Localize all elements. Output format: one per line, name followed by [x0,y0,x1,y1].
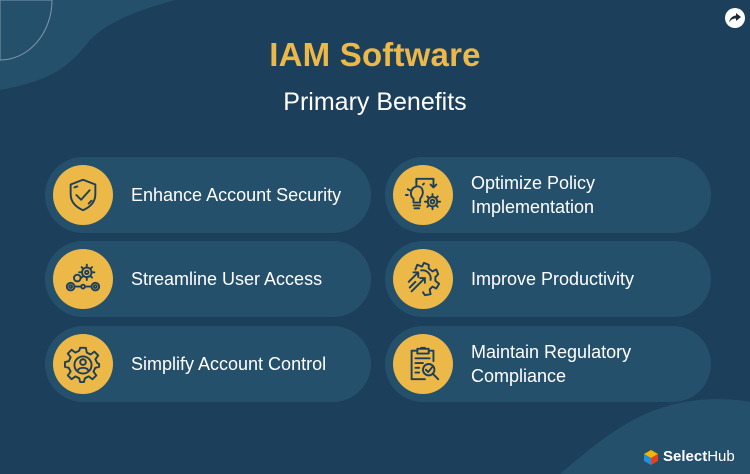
gear-user-icon [64,346,101,383]
gear-arrows-icon [407,261,441,297]
benefit-card-enhance-account-security: Enhance Account Security [45,157,371,233]
benefit-label: Enhance Account Security [131,185,342,205]
benefit-card-streamline-user-access: Streamline User Access [45,241,371,317]
share-arrow-icon [729,13,741,23]
lightbulb-gear-icon [404,177,442,211]
share-button[interactable] [725,8,745,28]
benefit-card-improve-productivity: Improve Productivity [385,241,711,317]
benefit-card-optimize-policy-implementation: Optimize Policy Implementation [385,157,711,233]
clipboard-check-magnifier-icon [410,346,440,381]
benefit-label: Maintain Regulatory Compliance [471,342,632,386]
benefit-card-maintain-regulatory-compliance: Maintain Regulatory Compliance [385,326,711,402]
benefit-card-simplify-account-control: Simplify Account Control [45,326,371,402]
page-subtitle: Primary Benefits [283,88,467,116]
brand-regular: Hub [707,448,735,465]
benefit-label: Improve Productivity [471,269,635,289]
page-title: IAM Software [269,36,481,73]
brand-bold: Select [663,448,708,465]
benefit-label: Streamline User Access [131,269,323,289]
benefit-label: Simplify Account Control [131,354,327,374]
shield-check-icon [69,178,97,212]
gears-conveyor-icon [65,263,101,292]
selecthub-logo: SelectHub [643,448,735,465]
benefit-label: Optimize Policy Implementation [471,173,596,217]
selecthub-cube-icon [644,449,658,465]
